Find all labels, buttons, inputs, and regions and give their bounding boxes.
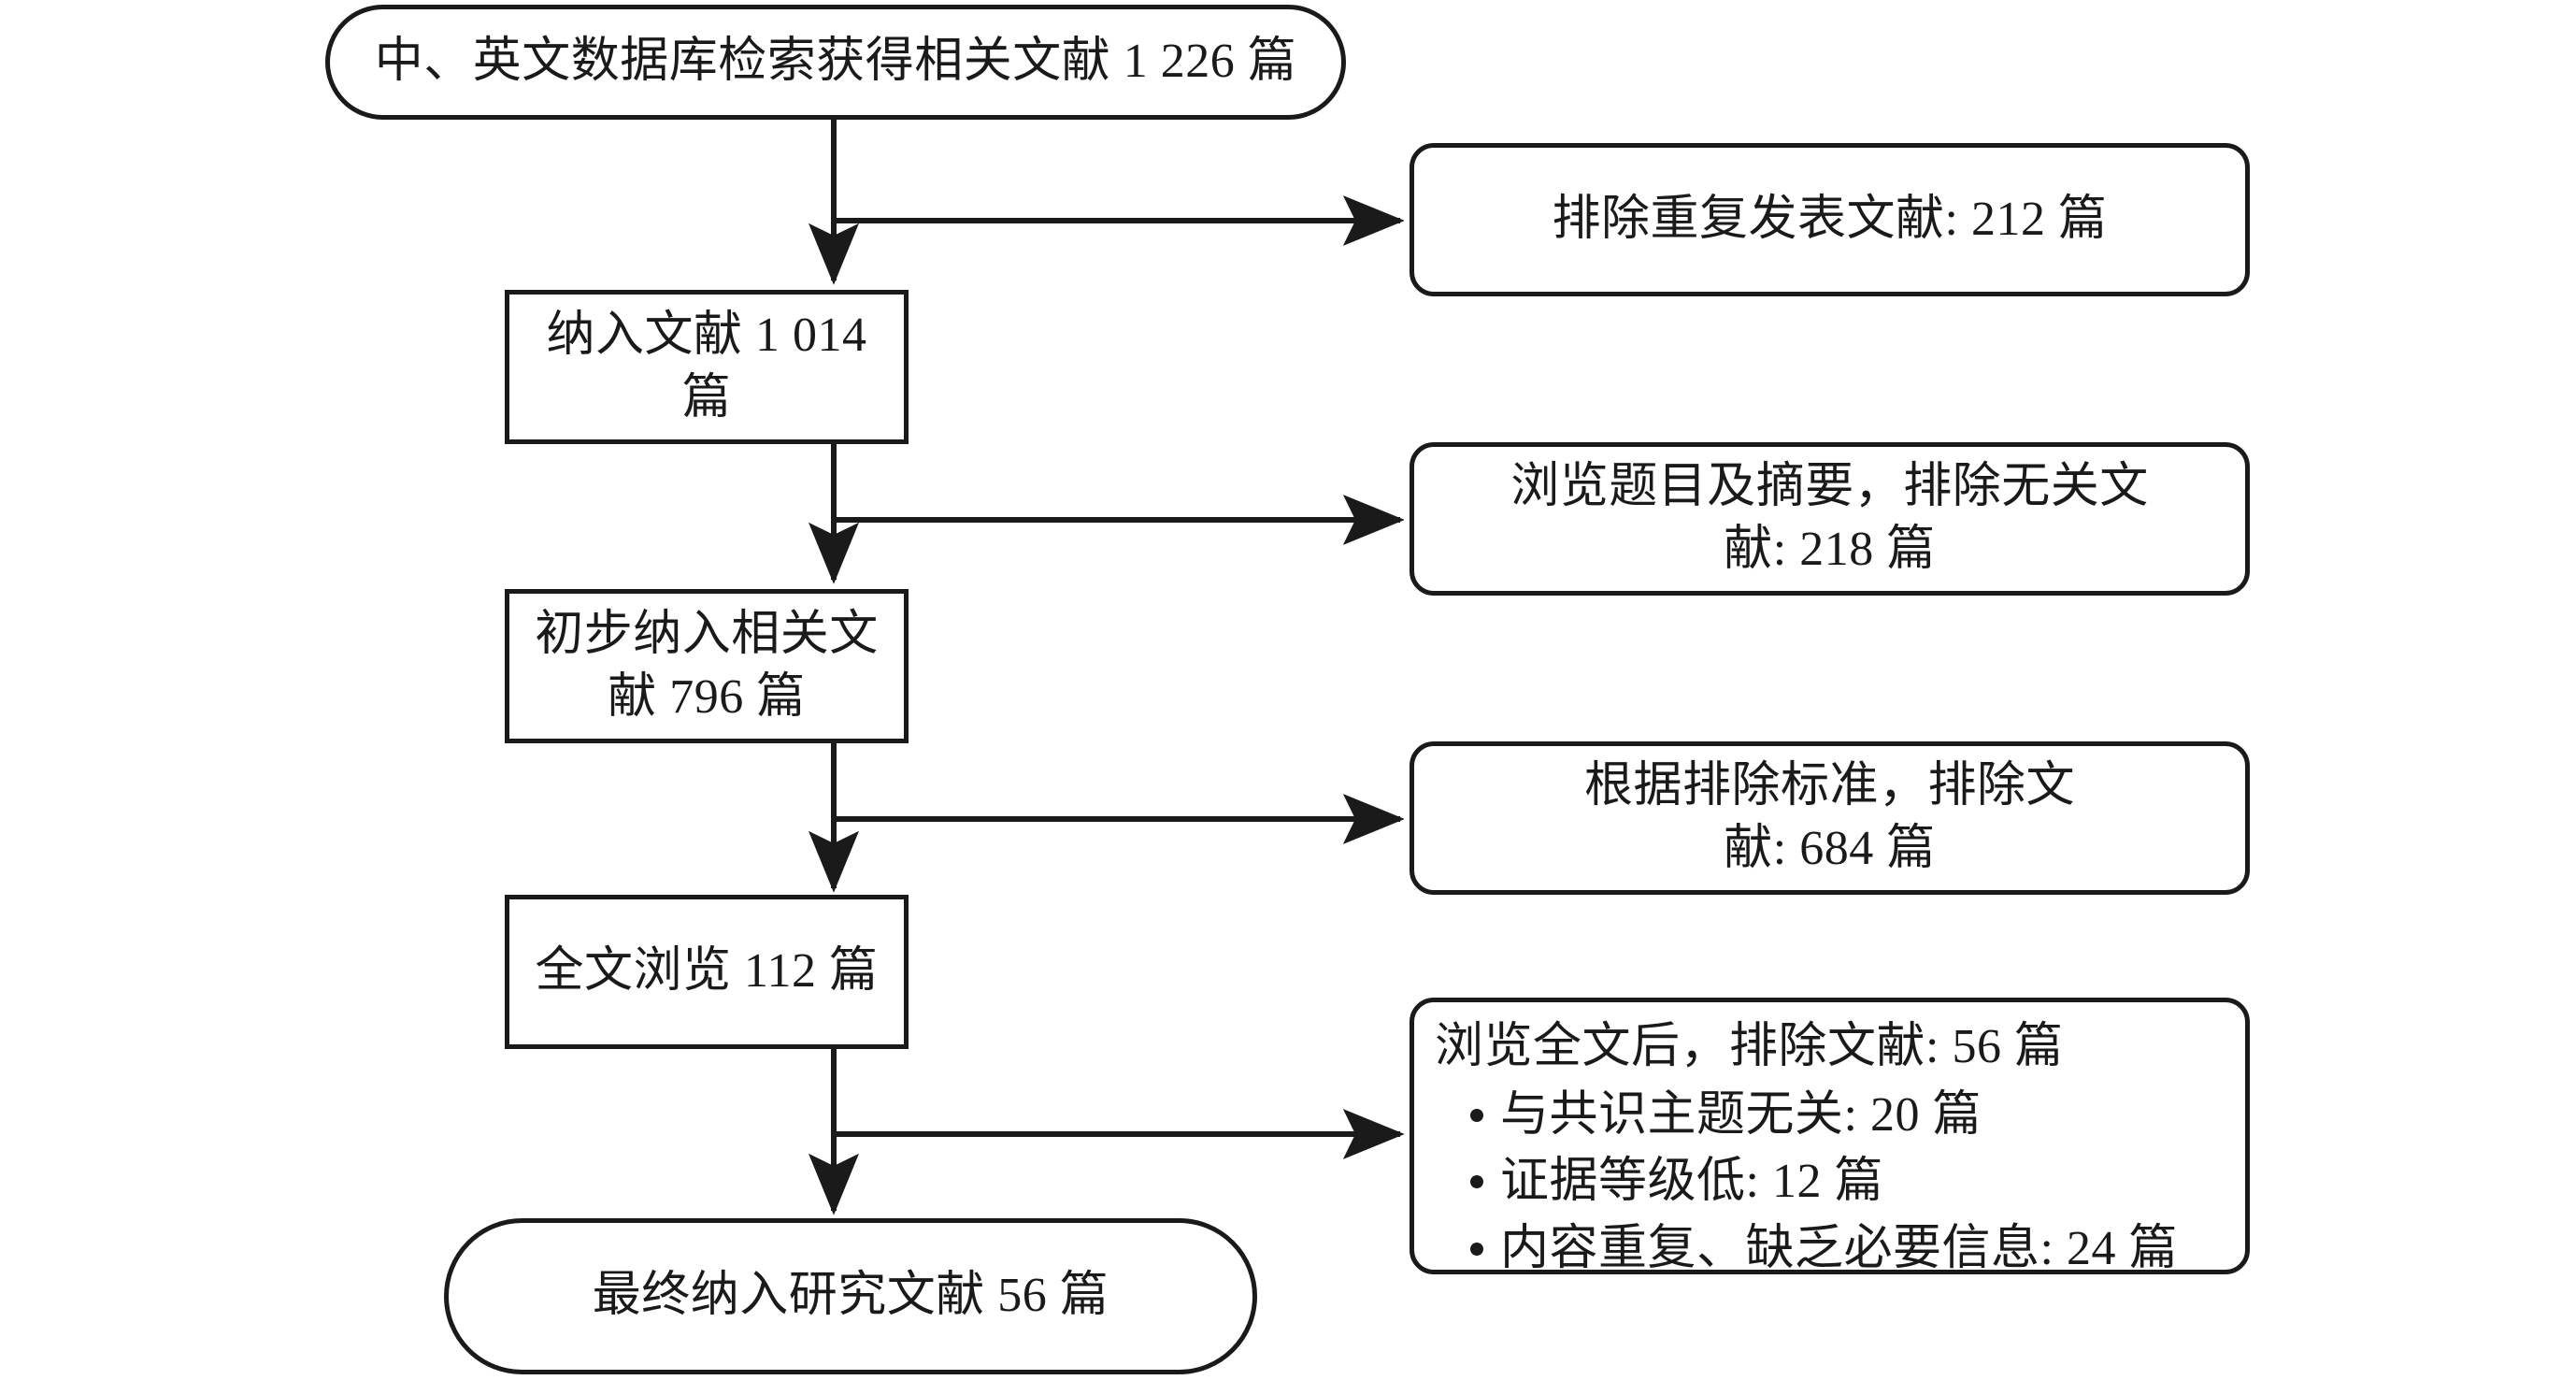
exclusion-reason-label: 内容重复、缺乏必要信息: 24 篇 <box>1500 1222 2178 1276</box>
node-exclusion-criteria[interactable]: 根据排除标准，排除文 献: 684 篇 <box>1410 741 2250 895</box>
exclusion-reason-label: 证据等级低: 12 篇 <box>1500 1155 1883 1209</box>
node-exclusion-criteria-label: 根据排除标准，排除文 献: 684 篇 <box>1583 759 2075 875</box>
node-fulltext-review[interactable]: 全文浏览 112 篇 <box>505 895 909 1049</box>
node-exclusion-duplicates-label: 排除重复发表文献: 212 篇 <box>1552 192 2108 246</box>
node-exclusion-title-abstract-label: 浏览题目及摘要，排除无关文 献: 218 篇 <box>1510 460 2149 576</box>
node-final-included-label: 最终纳入研究文献 56 篇 <box>592 1269 1109 1323</box>
node-fulltext-review-label: 全文浏览 112 篇 <box>535 944 879 999</box>
node-search-results-label: 中、英文数据库检索获得相关文献 1 226 篇 <box>374 35 1297 89</box>
node-final-included[interactable]: 最终纳入研究文献 56 篇 <box>444 1218 1257 1374</box>
node-exclusion-title-abstract[interactable]: 浏览题目及摘要，排除无关文 献: 218 篇 <box>1410 442 2250 596</box>
exclusion-reason-list: 与共识主题无关: 20 篇 证据等级低: 12 篇 内容重复、缺乏必要信息: 2… <box>1435 1082 2226 1283</box>
list-item: 内容重复、缺乏必要信息: 24 篇 <box>1468 1215 2226 1283</box>
node-search-results[interactable]: 中、英文数据库检索获得相关文献 1 226 篇 <box>325 5 1346 120</box>
node-exclusion-fulltext-heading: 浏览全文后，排除文献: 56 篇 <box>1435 1020 2064 1073</box>
exclusion-reason-label: 与共识主题无关: 20 篇 <box>1500 1087 1982 1142</box>
node-included-records[interactable]: 纳入文献 1 014 篇 <box>505 290 909 444</box>
node-exclusion-fulltext[interactable]: 浏览全文后，排除文献: 56 篇 与共识主题无关: 20 篇 证据等级低: 12… <box>1410 998 2250 1275</box>
node-preliminary-included-label: 初步纳入相关文献 796 篇 <box>535 607 879 724</box>
list-item: 证据等级低: 12 篇 <box>1468 1148 2226 1215</box>
node-exclusion-duplicates[interactable]: 排除重复发表文献: 212 篇 <box>1410 143 2250 296</box>
list-item: 与共识主题无关: 20 篇 <box>1468 1082 2226 1149</box>
node-preliminary-included[interactable]: 初步纳入相关文献 796 篇 <box>505 589 909 743</box>
node-included-records-label: 纳入文献 1 014 篇 <box>546 308 867 424</box>
